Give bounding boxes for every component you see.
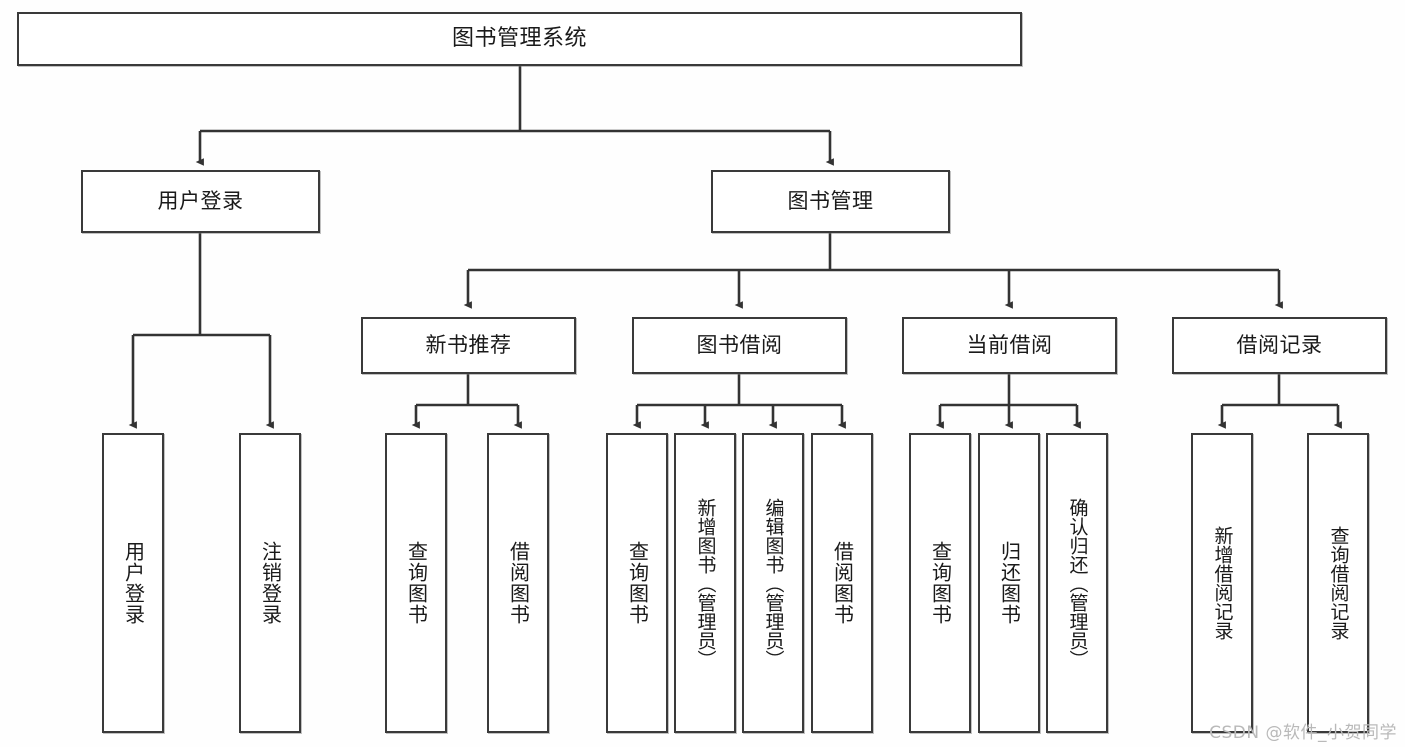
node-label: 归还图书 [997, 541, 1022, 625]
node-label: 查询图书 [404, 541, 429, 625]
node-new-book-recommend[interactable]: 新书推荐 [361, 317, 576, 374]
node-label: 用户登录 [157, 189, 244, 214]
leaf-new-book-query[interactable]: 查询图书 [385, 433, 447, 733]
node-label: 图书借阅 [696, 333, 783, 358]
node-user-login[interactable]: 用户登录 [81, 170, 320, 233]
csdn-watermark: CSDN @软件_小贺同学 [1209, 723, 1397, 743]
leaf-book-borrow-add[interactable]: 新增图书（管理员） [674, 433, 736, 733]
leaf-current-borrow-return[interactable]: 归还图书 [978, 433, 1040, 733]
node-label: 图书管理系统 [451, 26, 587, 52]
node-label: 查询图书 [928, 541, 953, 625]
node-book-borrow[interactable]: 图书借阅 [632, 317, 847, 374]
node-label: 图书管理 [787, 189, 874, 214]
node-label: 注销登录 [258, 541, 283, 625]
node-label: 用户登录 [121, 541, 146, 625]
node-label: 借阅记录 [1236, 333, 1323, 358]
node-label: 确认归还（管理员） [1066, 497, 1089, 669]
node-label: 借阅图书 [830, 541, 855, 625]
node-label: 编辑图书（管理员） [762, 497, 785, 669]
leaf-book-borrow-query[interactable]: 查询图书 [606, 433, 668, 733]
leaf-new-book-borrow[interactable]: 借阅图书 [487, 433, 549, 733]
leaf-borrow-record-add[interactable]: 新增借阅记录 [1191, 433, 1253, 733]
leaf-book-borrow-borrow[interactable]: 借阅图书 [811, 433, 873, 733]
node-borrow-record[interactable]: 借阅记录 [1172, 317, 1387, 374]
leaf-borrow-record-query[interactable]: 查询借阅记录 [1307, 433, 1369, 733]
node-label: 查询借阅记录 [1327, 526, 1350, 640]
node-label: 新增借阅记录 [1211, 526, 1234, 640]
leaf-current-borrow-query[interactable]: 查询图书 [909, 433, 971, 733]
node-root-system[interactable]: 图书管理系统 [17, 12, 1022, 66]
leaf-user-login-signout[interactable]: 注销登录 [239, 433, 301, 733]
node-current-borrow[interactable]: 当前借阅 [902, 317, 1117, 374]
leaf-user-login-signin[interactable]: 用户登录 [102, 433, 164, 733]
node-label: 新书推荐 [425, 333, 512, 358]
node-label: 当前借阅 [966, 333, 1053, 358]
node-label: 借阅图书 [506, 541, 531, 625]
leaf-book-borrow-edit[interactable]: 编辑图书（管理员） [742, 433, 804, 733]
node-label: 新增图书（管理员） [694, 497, 717, 669]
node-label: 查询图书 [625, 541, 650, 625]
node-book-management[interactable]: 图书管理 [711, 170, 950, 233]
leaf-current-borrow-confirm-return[interactable]: 确认归还（管理员） [1046, 433, 1108, 733]
